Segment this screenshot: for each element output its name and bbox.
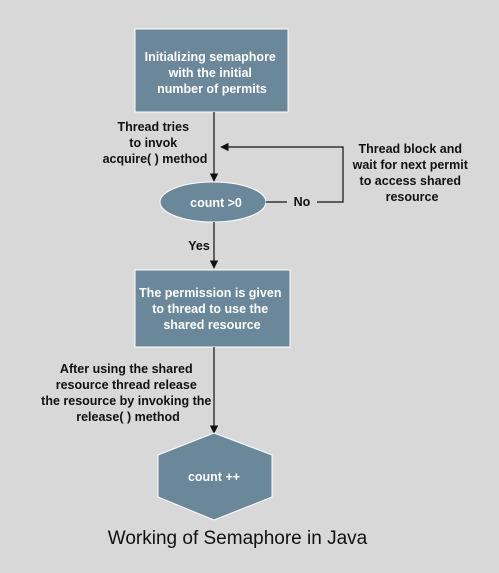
- decision-node-line: count >0: [190, 196, 242, 210]
- release-edge-line: the resource by invoking the: [41, 394, 211, 408]
- no-edge-label: No: [294, 195, 311, 209]
- init-node-label: Initializing semaphore with the initial …: [145, 50, 280, 96]
- init-node-line: with the initial: [168, 66, 252, 80]
- permission-node-line: shared resource: [163, 318, 260, 332]
- init-node: [134, 28, 289, 113]
- diagram-title: Working of Semaphore in Java: [107, 528, 368, 549]
- count-node-label: count ++: [188, 470, 240, 484]
- acquire-edge-label: Thread tries to invok acquire( ) method: [103, 120, 208, 166]
- count-node-line: count ++: [188, 470, 240, 484]
- init-node-line: number of permits: [157, 82, 267, 96]
- init-node-line: Initializing semaphore: [145, 50, 276, 64]
- block-edge-line: to access shared: [360, 174, 461, 188]
- permission-node-line: to thread to use the: [152, 302, 268, 316]
- permission-node: [134, 269, 291, 348]
- count-node: [157, 432, 273, 521]
- block-edge-label: Thread block and wait for next permit to…: [352, 142, 472, 204]
- block-edge-line: wait for next permit: [352, 158, 469, 172]
- release-edge-line: release( ) method: [76, 410, 180, 424]
- permission-node-line: The permission is given: [139, 286, 281, 300]
- release-edge-line: resource thread release: [56, 378, 197, 392]
- release-edge-label: After using the shared resource thread r…: [41, 362, 215, 424]
- release-edge-line: After using the shared: [60, 362, 193, 376]
- acquire-edge-line: acquire( ) method: [103, 152, 208, 166]
- block-edge-line: Thread block and: [359, 142, 463, 156]
- block-edge-line: resource: [386, 190, 439, 204]
- permission-node-label: The permission is given to thread to use…: [139, 286, 285, 332]
- decision-node-label: count >0: [190, 196, 242, 210]
- no-label-bg: [287, 193, 317, 209]
- yes-edge-line: Yes: [188, 239, 210, 253]
- acquire-edge-line: Thread tries: [117, 120, 189, 134]
- acquire-edge-line: to invok: [129, 136, 177, 150]
- no-edge-line: No: [294, 195, 311, 209]
- yes-edge-label: Yes: [188, 239, 210, 253]
